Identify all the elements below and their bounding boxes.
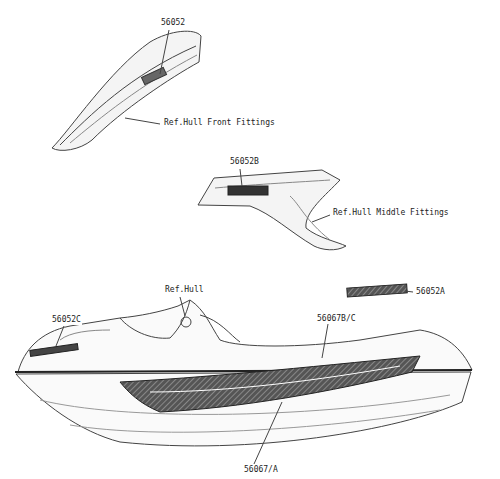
callout-number: 56052C	[51, 315, 82, 325]
reference-label: Ref.Hull Front Fittings	[163, 118, 276, 128]
callout-number: 56052	[160, 18, 186, 28]
callout-number: 56052B	[229, 157, 260, 167]
callout-number: 56052A	[415, 287, 446, 297]
callout-number: 56067B/C	[316, 314, 357, 324]
reference-label: Ref.Hull Middle Fittings	[332, 208, 450, 218]
reference-label: Ref.Hull	[164, 285, 205, 295]
callout-number: 56067/A	[243, 465, 279, 475]
